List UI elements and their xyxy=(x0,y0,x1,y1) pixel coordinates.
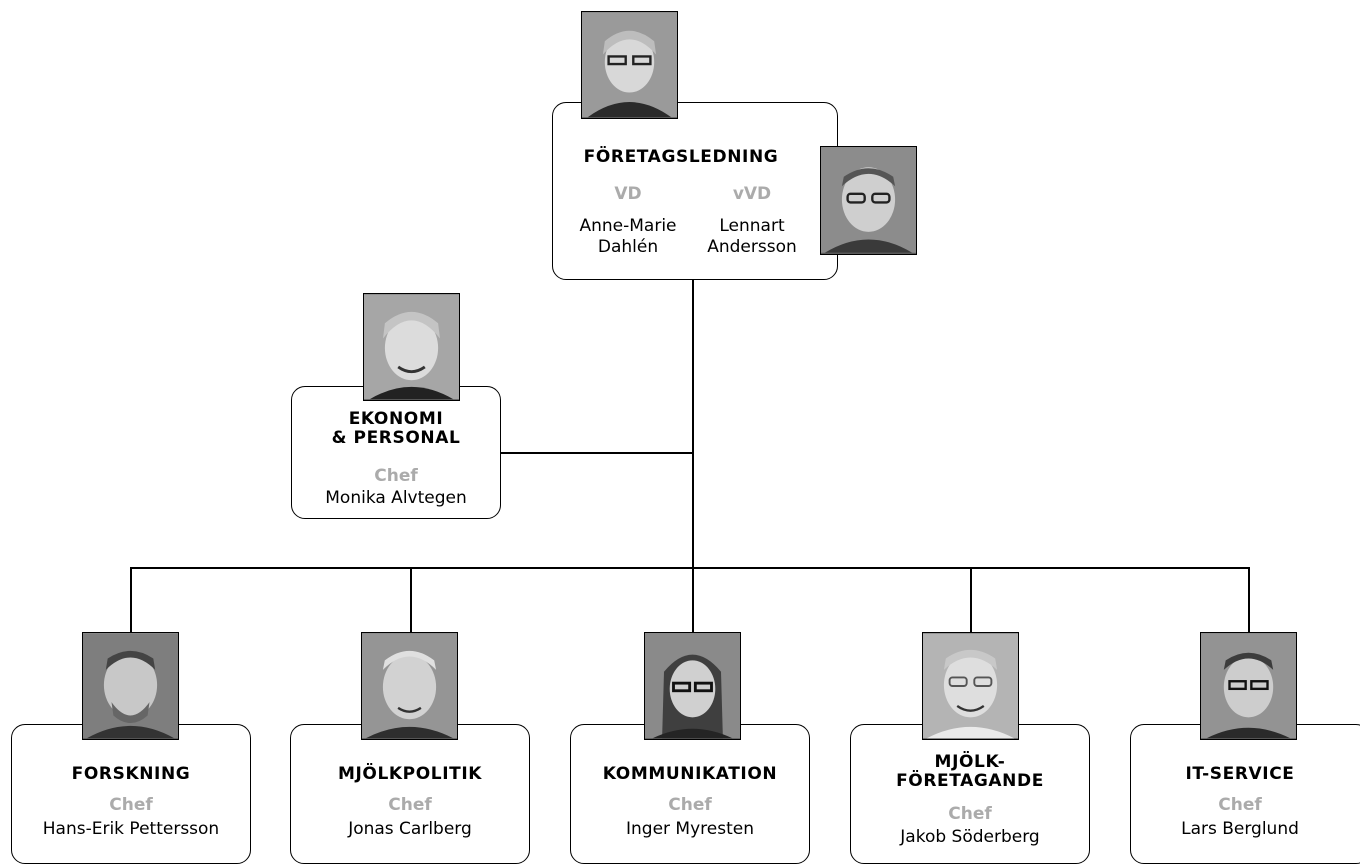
dept-box-forskning xyxy=(11,724,251,864)
connector-dept-3 xyxy=(692,567,694,633)
connector-dept-1 xyxy=(130,567,132,633)
dept-photo-itservice xyxy=(1200,632,1297,740)
staff-box xyxy=(291,386,501,519)
dept-name-mjolkpolitik: Jonas Carlberg xyxy=(348,819,472,839)
dept-box-kommunikation xyxy=(570,724,810,864)
dept-photo-forskning xyxy=(82,632,179,740)
leadership-box xyxy=(552,102,838,280)
dept-name-itservice: Lars Berglund xyxy=(1181,819,1299,839)
dept-box-mjolkpolitik xyxy=(290,724,530,864)
dept-photo-mjolkforetagande xyxy=(922,632,1019,740)
dept-photo-kommunikation xyxy=(644,632,741,740)
connector-dept-2 xyxy=(410,567,412,633)
staff-photo xyxy=(363,293,460,401)
deputy-role: vVD xyxy=(732,184,772,204)
dept-role-forskning: Chef xyxy=(109,795,153,815)
deputy-name: Lennart Andersson xyxy=(707,216,797,257)
dept-title-itservice: IT-SERVICE xyxy=(1185,764,1295,784)
connector-dept-4 xyxy=(970,567,972,633)
ceo-role: VD xyxy=(614,184,642,204)
dept-name-kommunikation: Inger Myresten xyxy=(626,819,754,839)
dept-role-mjolkpolitik: Chef xyxy=(388,795,432,815)
dept-title-mjolkforetagande: MJÖLK- FÖRETAGANDE xyxy=(896,752,1044,791)
staff-role: Chef xyxy=(374,466,418,486)
ceo-photo xyxy=(581,11,678,119)
connector-dept-5 xyxy=(1248,567,1250,633)
ceo-name: Anne-Marie Dahlén xyxy=(579,216,677,257)
leadership-title: FÖRETAGSLEDNING xyxy=(583,147,779,167)
connector-staff xyxy=(500,452,693,454)
dept-title-kommunikation: KOMMUNIKATION xyxy=(602,764,778,784)
dept-role-itservice: Chef xyxy=(1218,795,1262,815)
connector-horizontal-bus xyxy=(130,567,1249,569)
dept-name-mjolkforetagande: Jakob Söderberg xyxy=(900,827,1040,847)
dept-box-itservice xyxy=(1130,724,1360,864)
deputy-photo xyxy=(820,146,917,255)
dept-photo-mjolkpolitik xyxy=(361,632,458,740)
dept-name-forskning: Hans-Erik Pettersson xyxy=(42,819,220,839)
staff-title: EKONOMI & PERSONAL xyxy=(331,409,461,448)
dept-title-mjolkpolitik: MJÖLKPOLITIK xyxy=(337,764,483,784)
dept-title-forskning: FORSKNING xyxy=(71,764,191,784)
staff-name: Monika Alvtegen xyxy=(325,488,467,508)
connector-trunk xyxy=(692,280,694,568)
dept-role-mjolkforetagande: Chef xyxy=(948,804,992,824)
dept-role-kommunikation: Chef xyxy=(668,795,712,815)
